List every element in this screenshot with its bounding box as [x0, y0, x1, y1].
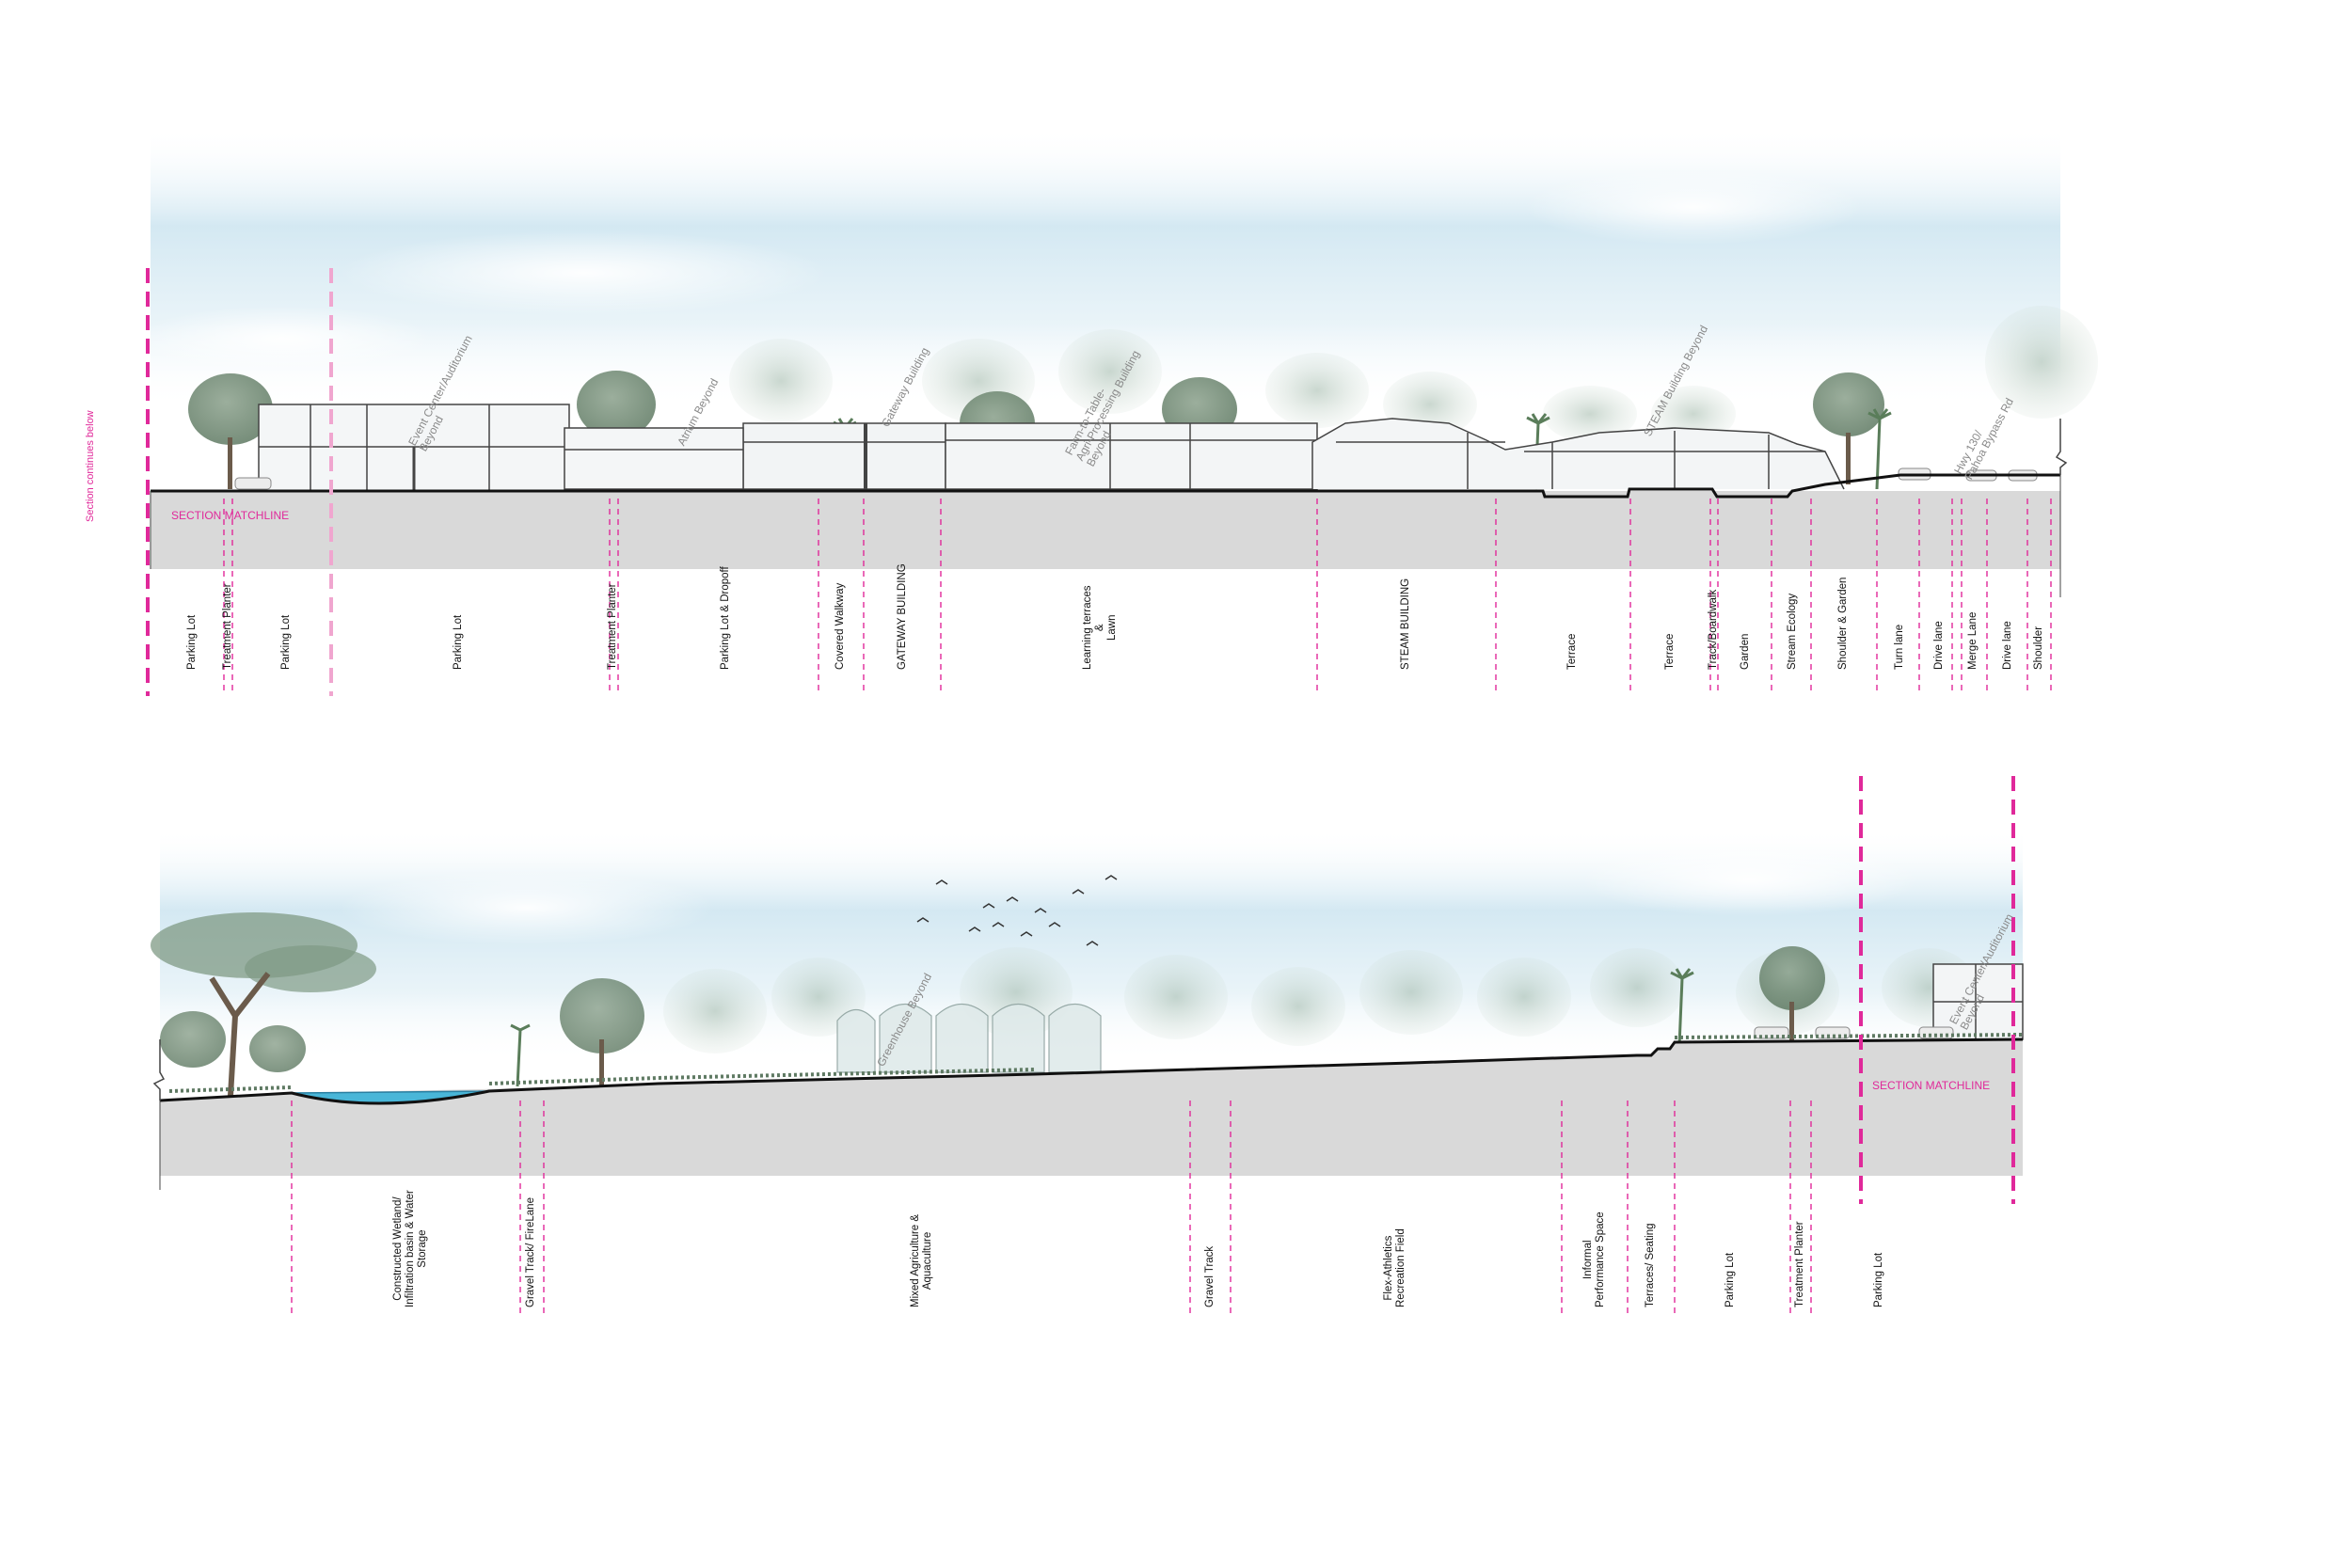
top-section — [132, 127, 2098, 696]
cloud — [132, 306, 433, 372]
zone-label: Parking Lot — [1873, 1252, 1885, 1307]
zone-label: Parking Lot — [1724, 1252, 1737, 1307]
bottom-foreground-trees — [510, 946, 1825, 1087]
birds — [916, 875, 1118, 946]
zone-label: Parking Lot & Dropoff — [720, 566, 732, 670]
zone-label: Shoulder & Garden — [1837, 577, 1850, 670]
zone-label: GATEWAY BUILDING — [897, 563, 909, 670]
greenhouse — [836, 1004, 1102, 1073]
break-line-right — [2055, 419, 2068, 475]
zone-label: Treatment Planter — [607, 583, 619, 670]
section-matchline-label-top: SECTION MATCHLINE — [171, 509, 290, 522]
steam-building — [1311, 418, 1845, 490]
zone-label: Parking Lot — [453, 614, 465, 670]
zone-label: Track/Boardwalk — [1708, 589, 1720, 670]
zone-label: Learning terraces&Lawn — [1082, 585, 1119, 671]
top-zone-dividers — [223, 499, 2052, 691]
break-line-left — [152, 1039, 166, 1101]
cloud — [339, 230, 828, 315]
section-continues-note: Section continues below — [85, 410, 96, 522]
bottom-ground-line — [159, 1037, 2024, 1105]
top-ground-line — [151, 473, 2060, 499]
bottom-zone-dividers — [291, 1101, 1812, 1317]
zone-label: Drive lane — [2002, 621, 2014, 670]
planting-strip — [168, 1033, 2024, 1093]
zone-label: Terraces/ Seating — [1645, 1223, 1657, 1308]
zone-label: Gravel Track/ FireLane — [525, 1197, 537, 1307]
zone-label: Garden — [1740, 633, 1752, 670]
zone-label: Turn lane — [1894, 624, 1906, 670]
zone-label: Mixed Agriculture &Aquaculture — [909, 1213, 934, 1307]
zone-label: STEAM BUILDING — [1400, 578, 1412, 670]
monkeypod-tree — [151, 912, 376, 1097]
zone-label: Constructed Wetland/Infiltration basin &… — [392, 1190, 429, 1307]
zone-label: Parking Lot — [280, 614, 293, 670]
bottom-ground-fill — [160, 1039, 2023, 1176]
zone-label: Parking Lot — [186, 614, 199, 670]
parking-vehicles — [1754, 1026, 1954, 1039]
bottom-section — [151, 776, 2024, 1317]
zone-label: Terrace — [1664, 633, 1677, 670]
top-foreground-trees — [188, 306, 2098, 490]
cloud — [339, 870, 715, 945]
zone-label: Treatment Planter — [222, 583, 234, 670]
gateway-building — [564, 422, 946, 490]
cloud — [1524, 169, 1863, 245]
zone-label: Gravel Track — [1204, 1245, 1216, 1307]
zone-label: Treatment Planter — [1794, 1221, 1806, 1307]
zone-label: Covered Walkway — [834, 582, 847, 670]
zone-label: Terrace — [1566, 633, 1579, 670]
event-center-building-bottom — [1932, 963, 2024, 1040]
zone-label: Drive lane — [1933, 621, 1946, 670]
section-matchline-label-bottom: SECTION MATCHLINE — [1872, 1079, 1991, 1092]
highway-vehicles — [234, 467, 2038, 490]
zone-label: Merge Lane — [1967, 611, 1979, 670]
zone-label: Shoulder — [2033, 626, 2045, 670]
top-ground-mass — [151, 491, 2060, 569]
zone-label: Stream Ecology — [1787, 593, 1799, 670]
agri-processing-building — [945, 422, 1318, 490]
event-center-building — [258, 404, 570, 492]
cloud — [1581, 842, 1919, 917]
